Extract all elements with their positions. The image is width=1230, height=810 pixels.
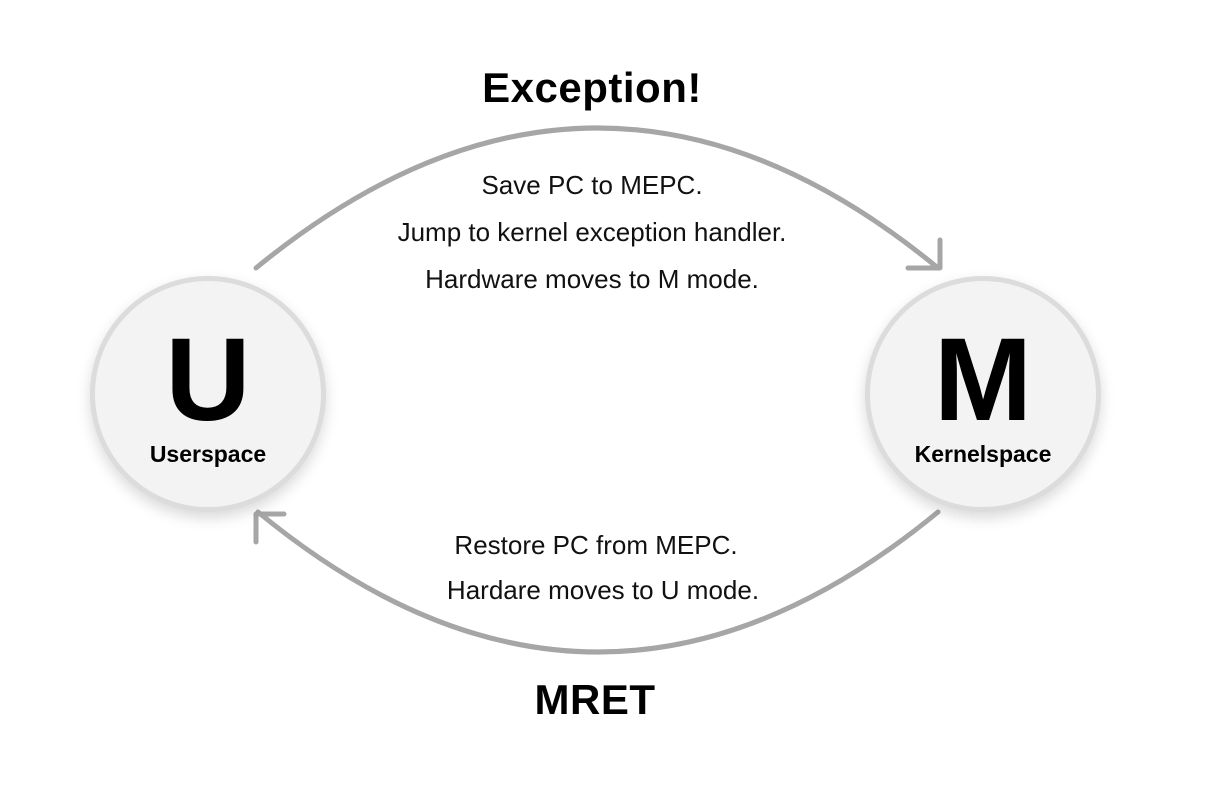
exception-title: Exception! (482, 64, 702, 111)
mret-arrowhead (253, 511, 287, 545)
kernelspace-node: M Kernelspace (865, 276, 1101, 512)
step-save-pc: Save PC to MEPC. (481, 170, 703, 200)
exception-arrowhead (905, 237, 943, 271)
userspace-node: U Userspace (90, 276, 326, 512)
userspace-letter: U (165, 314, 251, 446)
step-m-mode: Hardware moves to M mode. (425, 264, 759, 294)
step-u-mode: Hardare moves to U mode. (446, 575, 760, 605)
mret-arrow (255, 509, 941, 655)
step-jump-handler: Jump to kernel exception handler. (397, 217, 787, 247)
mret-title: MRET (534, 676, 656, 723)
userspace-label: Userspace (149, 441, 267, 467)
step-restore-pc: Restore PC from MEPC. (454, 530, 738, 560)
exception-arrow (253, 125, 941, 271)
kernelspace-letter: M (933, 314, 1033, 446)
kernelspace-label: Kernelspace (914, 441, 1052, 467)
